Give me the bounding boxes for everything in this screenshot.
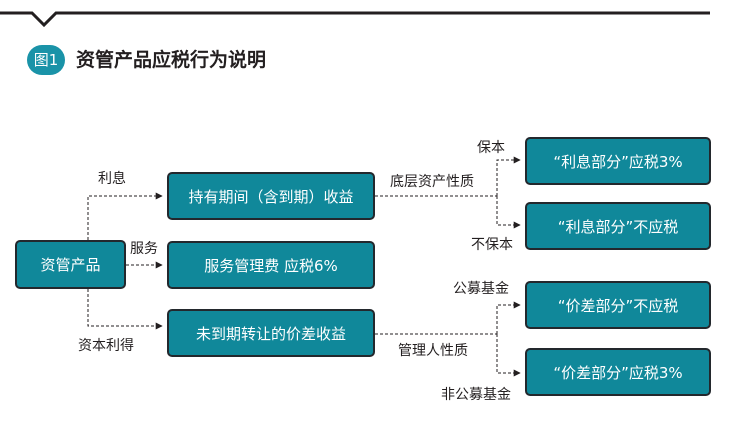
label-not-principal-protected: 不保本: [471, 237, 513, 253]
label-management-nature: 管理人性质: [398, 343, 468, 359]
node-service-fee: 服务管理费 应税6%: [167, 241, 375, 289]
node-spread-income: 未到期转让的价差收益: [167, 309, 375, 357]
label-public-fund: 公募基金: [453, 281, 509, 297]
label-principal-protected: 保本: [477, 140, 505, 156]
node-holding-income: 持有期间（含到期）收益: [167, 172, 375, 220]
edge-capital-gain: [87, 289, 163, 330]
edge-public-fund: [496, 301, 521, 334]
label-service: 服务: [130, 241, 158, 257]
edge-not-principal-protected: [496, 196, 521, 229]
node-interest-exempt: “利息部分”不应税: [525, 202, 711, 250]
edge-principal-protected: [496, 156, 521, 196]
header-rule: [0, 11, 710, 28]
node-source: 资管产品: [15, 240, 126, 289]
node-spread-exempt: “价差部分”不应税: [525, 281, 711, 329]
figure-title: 资管产品应税行为说明: [76, 49, 267, 71]
label-non-public-fund: 非公募基金: [441, 387, 511, 403]
label-interest: 利息: [98, 171, 126, 187]
edge-non-public-fund: [496, 334, 521, 377]
label-underlying-asset: 底层资产性质: [390, 174, 474, 190]
label-capital-gain: 资本利得: [78, 338, 134, 354]
node-interest-taxable: “利息部分”应税3%: [525, 137, 711, 185]
figure-badge: 图1: [27, 45, 65, 75]
edge-interest: [87, 192, 163, 240]
node-spread-taxable: “价差部分”应税3%: [525, 348, 711, 396]
